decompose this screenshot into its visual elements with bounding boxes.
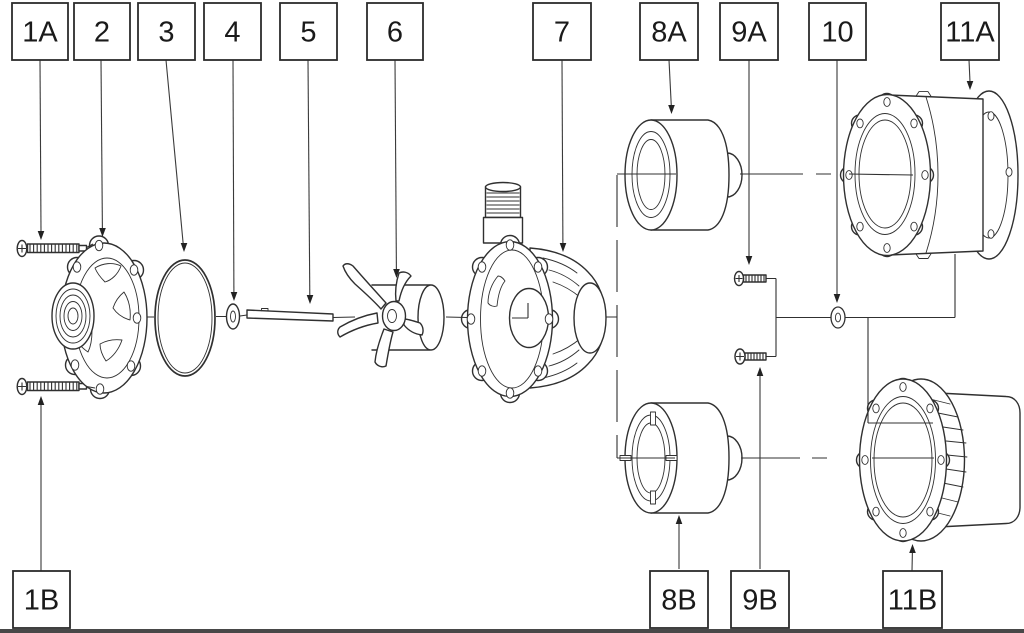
leader-9B	[756, 367, 764, 569]
leader-9A	[745, 60, 753, 265]
part-motor-housing-11b-drawing	[855, 377, 1021, 543]
callout-3: 3	[137, 2, 196, 61]
part-screw-9b-drawing	[734, 348, 767, 365]
part-screw-1b-drawing	[16, 377, 88, 396]
bottom-bar	[0, 629, 1024, 633]
part-shaft-drawing	[246, 308, 334, 322]
callout-11A-label: 11A	[945, 17, 995, 49]
callout-3-label: 3	[158, 17, 174, 49]
housing-11b-bolt-holes	[861, 382, 945, 538]
leader-1A	[37, 59, 45, 240]
callout-5: 5	[279, 2, 338, 61]
part-adapter-8a-drawing	[624, 119, 743, 231]
leader-10	[833, 60, 841, 303]
flange-bolt-holes	[70, 239, 142, 395]
discharge-port	[482, 181, 524, 244]
callout-6: 6	[366, 2, 424, 61]
leader-11A	[966, 59, 974, 90]
part-oring-drawing	[154, 259, 216, 377]
callout-9A-label: 9A	[731, 17, 767, 49]
part-screw-9a-drawing	[733, 270, 767, 287]
leader-7	[559, 59, 567, 252]
part-screw-1a-drawing	[16, 239, 88, 258]
callout-1A: 1A	[11, 2, 69, 61]
callout-2-label: 2	[94, 17, 110, 49]
callout-1B: 1B	[12, 570, 71, 629]
callout-4-label: 4	[224, 17, 240, 49]
callout-5-label: 5	[300, 17, 316, 49]
centerline-variant-a	[617, 173, 914, 176]
part-pump-body-drawing	[460, 181, 607, 404]
leader-11B	[909, 544, 916, 572]
impeller-blades	[337, 263, 424, 368]
part-impeller-drawing	[337, 263, 445, 368]
leader-3	[165, 59, 188, 252]
part-washer-10-drawing	[830, 306, 846, 329]
leader-6	[393, 59, 400, 278]
callout-7: 7	[532, 2, 592, 61]
leader-2	[99, 59, 106, 237]
part-motor-housing-11a-drawing	[839, 90, 1019, 260]
callout-4: 4	[203, 2, 262, 61]
hardware-bracket-lines	[766, 254, 956, 424]
callout-boxes: 1A 2 3 4 5 6 7 8A 9A 10 11A 1B 8B 9B 11B	[11, 2, 1000, 629]
housing-11a-bolt-holes	[845, 97, 929, 253]
callout-10-label: 10	[821, 17, 853, 49]
leader-lines	[37, 59, 974, 572]
assembly-centerlines	[86, 173, 956, 459]
callout-1B-label: 1B	[24, 585, 59, 617]
callout-1A-label: 1A	[22, 17, 58, 49]
callout-7-label: 7	[554, 17, 570, 49]
leader-4	[230, 59, 238, 301]
part-inlet-flange-drawing	[51, 235, 148, 400]
callout-8B: 8B	[649, 570, 709, 629]
callout-9A: 9A	[719, 2, 779, 61]
leader-5	[306, 59, 314, 304]
callout-11B: 11B	[882, 570, 943, 629]
callout-11B-label: 11B	[888, 585, 937, 617]
callout-2: 2	[73, 2, 131, 61]
callout-9B-label: 9B	[742, 585, 777, 617]
callout-11A: 11A	[940, 2, 1000, 61]
callout-8A-label: 8A	[651, 17, 687, 49]
part-bushing-drawing	[225, 303, 241, 330]
callout-9B: 9B	[730, 570, 790, 629]
leader-8B	[675, 515, 683, 569]
callout-6-label: 6	[387, 17, 403, 49]
callout-10: 10	[808, 2, 867, 61]
pump-flange-bolt-holes	[466, 239, 554, 399]
callout-8A: 8A	[639, 2, 699, 61]
leader-1B	[37, 396, 45, 571]
callout-8B-label: 8B	[661, 585, 696, 617]
leader-8A	[668, 59, 675, 114]
threaded-inlet-port	[51, 282, 95, 350]
part-adapter-8b-drawing	[619, 402, 743, 514]
